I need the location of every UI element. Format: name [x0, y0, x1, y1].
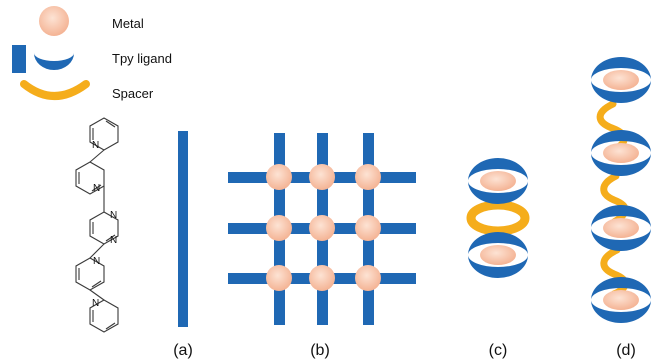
- metal-node: [266, 265, 292, 291]
- panel-b-label: (b): [310, 342, 330, 359]
- panel-c-label: (c): [489, 342, 508, 359]
- nitrogen-label: N: [92, 298, 99, 309]
- legend-ligand-item: Tpy ligand: [12, 45, 172, 73]
- pyridine-ring-upper: [75, 161, 105, 195]
- nitrogen-label: N: [93, 256, 100, 267]
- metal-node: [355, 164, 381, 190]
- legend-metal-item: Metal: [39, 6, 144, 36]
- legend-ligand-label: Tpy ligand: [112, 51, 172, 66]
- legend-metal-label: Metal: [112, 16, 144, 31]
- nitrogen-label: N: [110, 235, 117, 246]
- molecule-nitrogen-labels: N N N N N N: [92, 140, 117, 309]
- pyridine-ring-bottom: [89, 299, 119, 333]
- spacer-ring: [466, 200, 530, 236]
- legend: Metal Tpy ligand Spacer: [12, 6, 172, 101]
- metal-node: [355, 265, 381, 291]
- metal-node: [266, 215, 292, 241]
- metal-node: [266, 164, 292, 190]
- metal-complex: [591, 57, 651, 103]
- panel-b-metal-nodes: [266, 164, 381, 291]
- nitrogen-label: N: [110, 210, 117, 221]
- metal-node: [309, 164, 335, 190]
- nitrogen-label: N: [93, 183, 100, 194]
- nitrogen-label: N: [92, 140, 99, 151]
- metal-complex: [591, 130, 651, 176]
- legend-spacer-item: Spacer: [20, 80, 154, 101]
- metal-complex: [468, 232, 528, 278]
- metal-complex: [591, 205, 651, 251]
- spacer-link: [600, 246, 629, 298]
- metal-complex: [591, 277, 651, 323]
- panel-a-label: (a): [173, 342, 193, 359]
- panel-a-ligand-bar: [178, 131, 188, 327]
- terpyridine-molecule: [75, 117, 119, 333]
- metal-node: [355, 215, 381, 241]
- panel-d-chain: [591, 57, 651, 323]
- panel-d-label: (d): [616, 342, 636, 359]
- ligand-cup-icon: [34, 53, 74, 70]
- panel-c-dimer: [466, 158, 530, 278]
- ligand-bar-icon: [12, 45, 26, 73]
- spacer-icon: [20, 80, 90, 100]
- metal-icon: [39, 6, 69, 36]
- legend-spacer-label: Spacer: [112, 86, 154, 101]
- metal-node: [309, 215, 335, 241]
- metal-complex: [468, 158, 528, 204]
- metal-node: [309, 265, 335, 291]
